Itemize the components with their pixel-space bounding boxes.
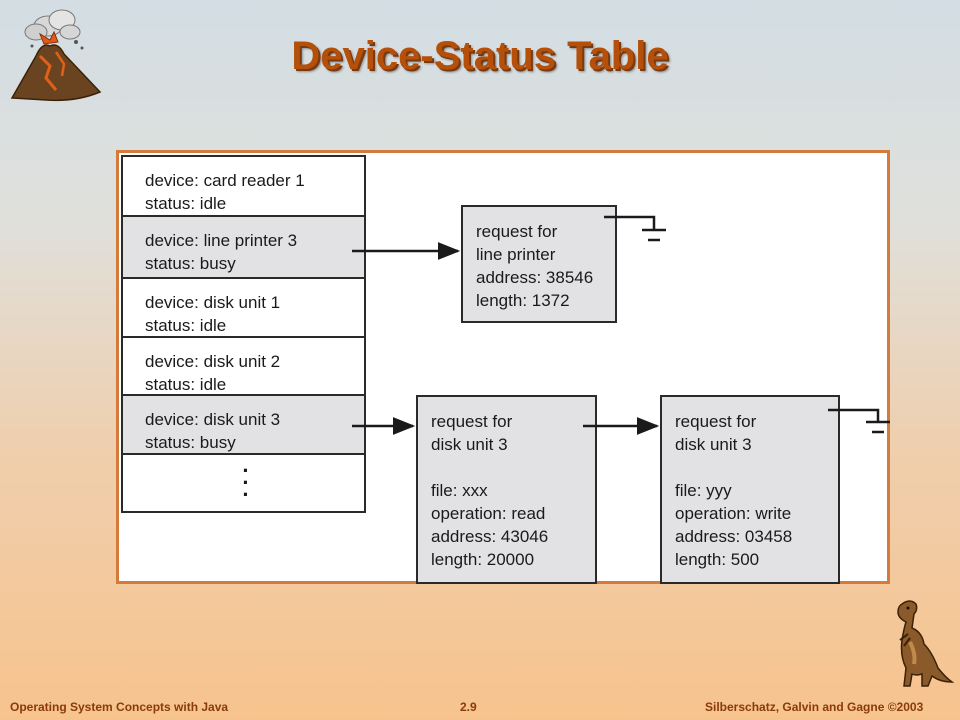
request-line: request for [675,412,757,431]
table-row: device: card reader 1 status: idle [123,157,364,217]
device-status-table: device: card reader 1 status: idle devic… [121,155,366,513]
request-line: operation: read [431,504,546,523]
status-label: status: busy [145,254,236,273]
disk-request-box-read: request for disk unit 3 file: xxx operat… [416,395,597,584]
device-label: device: disk unit 1 [145,293,281,312]
request-line: length: 20000 [431,550,535,569]
table-row: device: disk unit 2 status: idle [123,338,364,396]
device-label: device: card reader 1 [145,171,305,190]
status-label: status: idle [145,194,227,213]
request-line [675,456,838,479]
footer-authors: Silberschatz, Galvin and Gagne ©2003 [705,700,924,714]
request-line: disk unit 3 [675,435,752,454]
status-label: status: idle [145,316,227,335]
table-row: device: disk unit 3 status: busy [123,396,364,455]
volcano-icon [10,9,102,102]
dinosaur-icon [897,600,954,687]
footer-page-number: 2.9 [460,700,477,714]
device-label: device: disk unit 2 [145,352,281,371]
request-line: address: 43046 [431,527,549,546]
request-line: request for [431,412,513,431]
table-row: device: line printer 3 status: busy [123,217,364,279]
request-line: length: 1372 [476,291,570,310]
request-line: address: 03458 [675,527,793,546]
footer-course: Operating System Concepts with Java [10,700,229,714]
printer-request-box: request for line printer address: 38546 … [461,205,617,323]
request-line: disk unit 3 [431,435,508,454]
status-label: status: busy [145,433,236,452]
table-row: device: disk unit 1 status: idle [123,279,364,338]
request-line: length: 500 [675,550,760,569]
request-line: request for [476,222,558,241]
request-line: line printer [476,245,556,264]
request-line: address: 38546 [476,268,594,287]
request-line: file: yyy [675,481,732,500]
slide-title: Device-Status Table [291,34,669,78]
disk-request-box-write: request for disk unit 3 file: yyy operat… [660,395,840,584]
request-line [431,456,595,479]
device-label: device: line printer 3 [145,231,298,250]
status-label: status: idle [145,375,227,394]
device-label: device: disk unit 3 [145,410,281,429]
request-line: file: xxx [431,481,488,500]
request-line: operation: write [675,504,792,523]
ellipsis-dots: ··· [242,458,250,507]
